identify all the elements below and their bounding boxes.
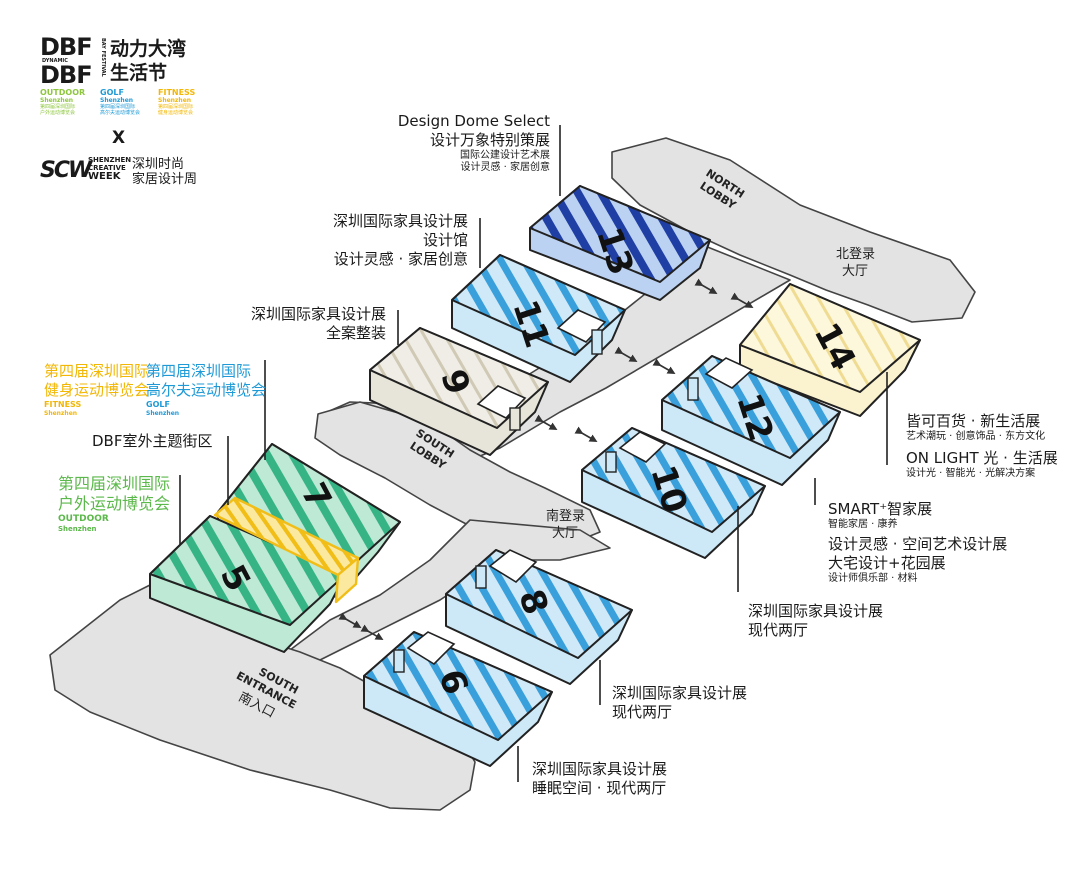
dbf-cn-line2: 生活节 [110, 62, 168, 84]
hall-8-label: 深圳国际家具设计展 现代两厅 [612, 684, 748, 721]
logo-col-golf: GOLF Shenzhen 第四届深圳国际 高尔夫运动博览会 [100, 88, 141, 116]
logo-col-outdoor: OUTDOOR Shenzhen 第四届深圳国际 户外运动博览会 [40, 88, 86, 116]
hall-13-label: Design Dome Select 设计万象特别策展 国际公建设计艺术展 设计… [397, 112, 550, 173]
dbf-logo-top: DBF [40, 33, 93, 61]
hall-8[interactable]: 8 [445, 549, 633, 685]
south-lobby-cn-1: 南登录 [546, 508, 585, 524]
dbf-street-label: DBF室外主题街区 [92, 432, 213, 450]
scw-en: SHENZHEN CREATIVE WEEK [88, 156, 132, 182]
hall-6[interactable]: 6 [363, 631, 553, 767]
hall-14-label: 皆可百货 · 新生活展 艺术潮玩 · 创意饰品 · 东方文化 ON LIGHT … [906, 412, 1058, 479]
hall-13[interactable]: 13 [529, 185, 711, 301]
walkway-arrows [338, 278, 754, 640]
scw-cn: 深圳时尚 家居设计周 [132, 157, 198, 187]
hall-9-label: 深圳国际家具设计展 全案整装 [250, 305, 386, 342]
hall-10[interactable]: 10 [581, 427, 766, 559]
hall-12[interactable]: 12 [661, 355, 841, 486]
north-lobby-cn-2: 大厅 [842, 264, 868, 279]
hall-9[interactable]: 9 [369, 327, 549, 456]
hall-12-label: SMART⁺智家展 智能家居 · 康养 设计灵感 · 空间艺术设计展 大宅设计+… [828, 500, 1008, 584]
north-lobby-cn-1: 北登录 [836, 247, 875, 262]
dbf-logo-bottom: DBF [40, 61, 93, 89]
bay-festival-text: BAY FESTIVAL [100, 38, 106, 77]
outdoor-expo-label: 第四届深圳国际 户外运动博览会 OUTDOOR Shenzhen [58, 474, 171, 534]
fitness-expo-label: 第四届深圳国际 健身运动博览会 FITNESS Shenzhen [44, 362, 150, 417]
hall-11[interactable]: 11 [451, 254, 626, 383]
south-lobby-cn-2: 大厅 [552, 526, 578, 541]
scw-logo-mark: SCW [40, 158, 92, 183]
hall-5[interactable]: 5 [149, 515, 346, 653]
logo-block: DBF DYNAMIC DBF BAY FESTIVAL 动力大湾 生活节 OU… [40, 33, 210, 196]
dbf-cn-line1: 动力大湾 [110, 38, 187, 60]
dbf-dynamic: DYNAMIC [42, 58, 68, 64]
hall-6-label: 深圳国际家具设计展 睡眠空间 · 现代两厅 [532, 760, 668, 797]
leader-lines [179, 125, 888, 782]
golf-expo-label: 第四届深圳国际 高尔夫运动博览会 GOLF Shenzhen [146, 362, 267, 417]
hall-11-label: 深圳国际家具设计展 设计馆 设计灵感 · 家居创意 [332, 212, 468, 268]
logo-col-fitness: FITNESS Shenzhen 第四届深圳国际 健身运动博览会 [158, 88, 196, 116]
hall-10-label: 深圳国际家具设计展 现代两厅 [748, 602, 884, 639]
collab-x: X [112, 128, 126, 148]
north-lobby-area [611, 137, 976, 323]
